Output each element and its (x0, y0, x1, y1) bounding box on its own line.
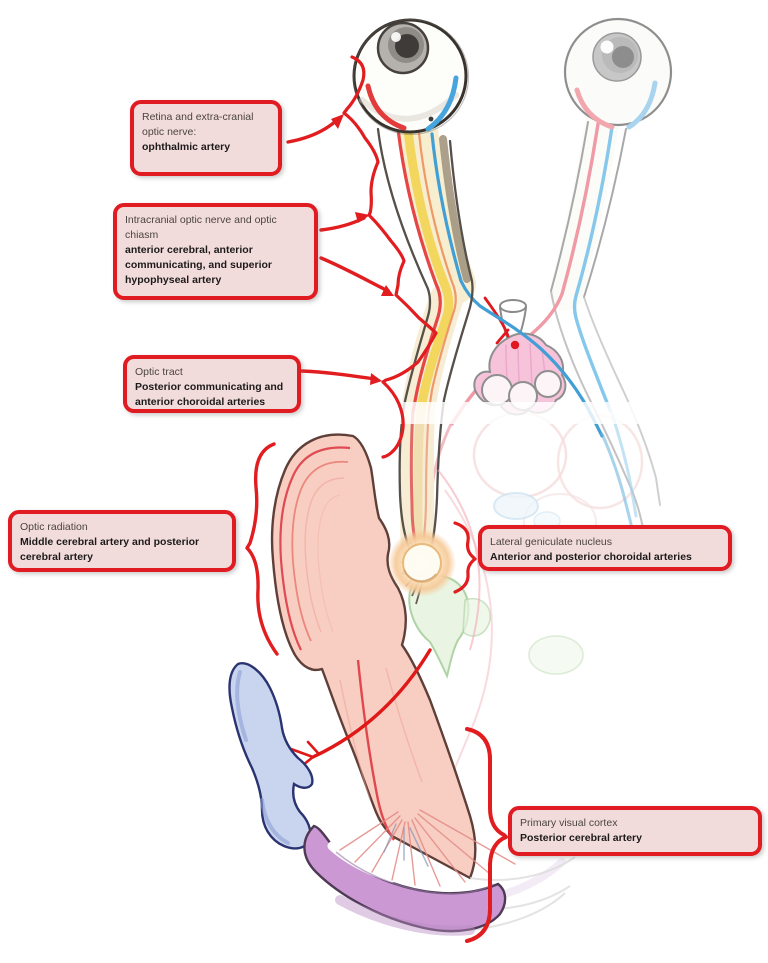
visual-cortex-brace (465, 727, 508, 943)
optic-radiation (270, 433, 477, 880)
arrow-optic-tract (299, 369, 377, 381)
annotation-arrows (286, 114, 394, 385)
optic-nerve-brace-chain (342, 55, 438, 459)
callout-artery: anterior cerebral, anterior communicatin… (125, 243, 273, 286)
primary-visual-cortex (303, 824, 576, 936)
callout-artery: Posterior cerebral artery (520, 831, 642, 844)
right-optic-tract-outline (550, 290, 646, 541)
left-pupil (395, 34, 419, 58)
left-ophthalmic-red-arc (365, 83, 407, 131)
central-retinal-artery (396, 127, 442, 414)
optic-radiation-fan (339, 809, 516, 887)
right-eye (425, 17, 673, 547)
callout-title: Optic tract (135, 366, 183, 378)
callout-optic-tract: Optic tract Posterior communicating and … (123, 355, 301, 413)
nerve-yellow-stripe (403, 126, 454, 417)
callout-title: Lateral geniculate nucleus (490, 536, 613, 548)
callout-intracranial-chiasm: Intracranial optic nerve and optic chias… (113, 203, 318, 300)
callout-optic-radiation: Optic radiation Middle cerebral artery a… (8, 510, 236, 572)
lateral-geniculate-nucleus (388, 529, 456, 597)
callout-v1: Primary visual cortex Posterior cerebral… (508, 806, 762, 856)
callout-retina: Retina and extra-cranial optic nerve: op… (130, 100, 282, 176)
fade-band (396, 402, 768, 424)
callout-artery: Posterior communicating and anterior cho… (135, 380, 284, 408)
green-structure (408, 469, 584, 769)
callout-title: Optic radiation (20, 521, 88, 533)
callout-artery: ophthalmic artery (142, 140, 231, 153)
right-pupil (612, 46, 634, 68)
callout-title: Primary visual cortex (520, 817, 618, 829)
callout-artery: Middle cerebral artery and posterior cer… (20, 535, 200, 563)
right-ophthalmic-blue-arc (626, 80, 658, 130)
left-eye (352, 18, 633, 565)
optic-radiation-brace (245, 442, 279, 656)
nerve-blue-stripe (430, 132, 604, 438)
left-ophthalmic-blue-arc (425, 75, 459, 132)
right-retinal-pink-line (450, 122, 600, 426)
callout-title: Intracranial optic nerve and optic chias… (125, 214, 277, 241)
arrow-retina (286, 118, 339, 144)
lgn-brace (453, 521, 477, 594)
temporal-horn (228, 662, 314, 850)
right-retinal-blue-line (572, 125, 614, 412)
arrow-chiasm (319, 256, 390, 293)
callout-artery: Anterior and posterior choroidal arterie… (490, 550, 692, 563)
right-ophthalmic-pink-arc (574, 87, 615, 130)
optic-chiasm (376, 127, 432, 552)
callout-title: Retina and extra-cranial optic nerve: (142, 111, 254, 138)
optic-nerve-sheath (439, 135, 471, 283)
callout-lgn: Lateral geniculate nucleus Anterior and … (478, 525, 732, 571)
annotation-braces (245, 55, 508, 943)
